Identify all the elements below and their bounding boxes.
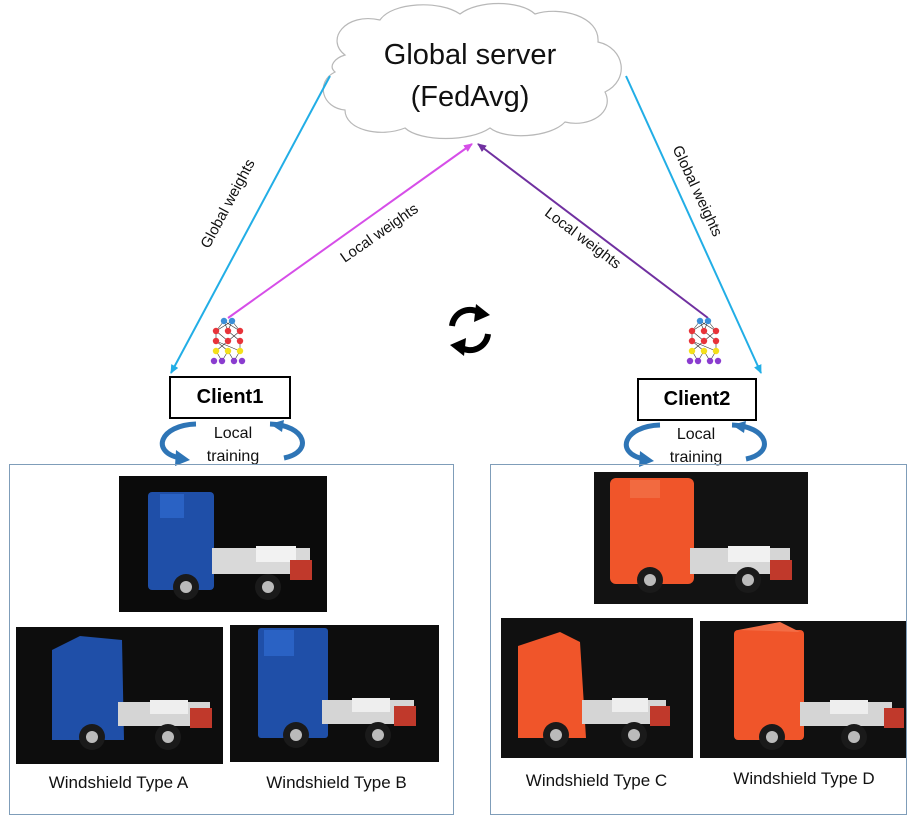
truck-photo-blue-top: [119, 476, 327, 612]
global-server-cloud: Global server (FedAvg): [322, 2, 622, 140]
truck-photo-type-c: [501, 618, 693, 758]
caption-type-d: Windshield Type D: [733, 769, 875, 788]
local-training-line1: Local: [676, 426, 716, 443]
global-weights-label-right: Global weights: [669, 143, 726, 239]
client1-data-panel: [9, 464, 454, 815]
global-weights-label-left: Global weights: [197, 156, 258, 251]
truck-photo-type-b: [230, 625, 439, 762]
global-weights-arrow-right: [625, 75, 762, 374]
local-weights-arrow-client1: [227, 143, 473, 319]
client2-box: Client2: [637, 378, 757, 421]
truck-photo-type-a: [16, 627, 223, 764]
server-subtitle: (FedAvg): [411, 81, 530, 113]
client1-box: Client1: [169, 376, 291, 419]
truck-photo-type-d: [700, 621, 907, 758]
server-title: Global server: [384, 39, 557, 71]
local-training-line1: Local: [213, 425, 253, 442]
client1-label: Client1: [196, 386, 264, 408]
client2-label: Client2: [663, 388, 731, 410]
neural-network-icon: [686, 317, 722, 365]
rotate-arrows-icon: [159, 420, 305, 466]
local-weights-label-right: Local weights: [541, 204, 624, 272]
neural-network-icon: [210, 317, 246, 365]
local-training-line2: training: [669, 449, 723, 466]
local-weights-arrow-client2: [477, 143, 709, 319]
caption-type-b: Windshield Type B: [266, 773, 407, 792]
global-weights-arrow-left: [170, 75, 331, 374]
caption-type-c: Windshield Type C: [525, 771, 668, 790]
rotate-arrows-icon: [623, 421, 767, 467]
client2-data-panel: [490, 464, 907, 815]
caption-type-a: Windshield Type A: [48, 773, 189, 792]
client2-local-training: Local training: [660, 423, 732, 469]
client1-local-training: Local training: [198, 422, 268, 468]
truck-photo-orange-top: [594, 472, 808, 604]
sync-icon: [449, 304, 491, 356]
local-training-line2: training: [206, 448, 260, 465]
